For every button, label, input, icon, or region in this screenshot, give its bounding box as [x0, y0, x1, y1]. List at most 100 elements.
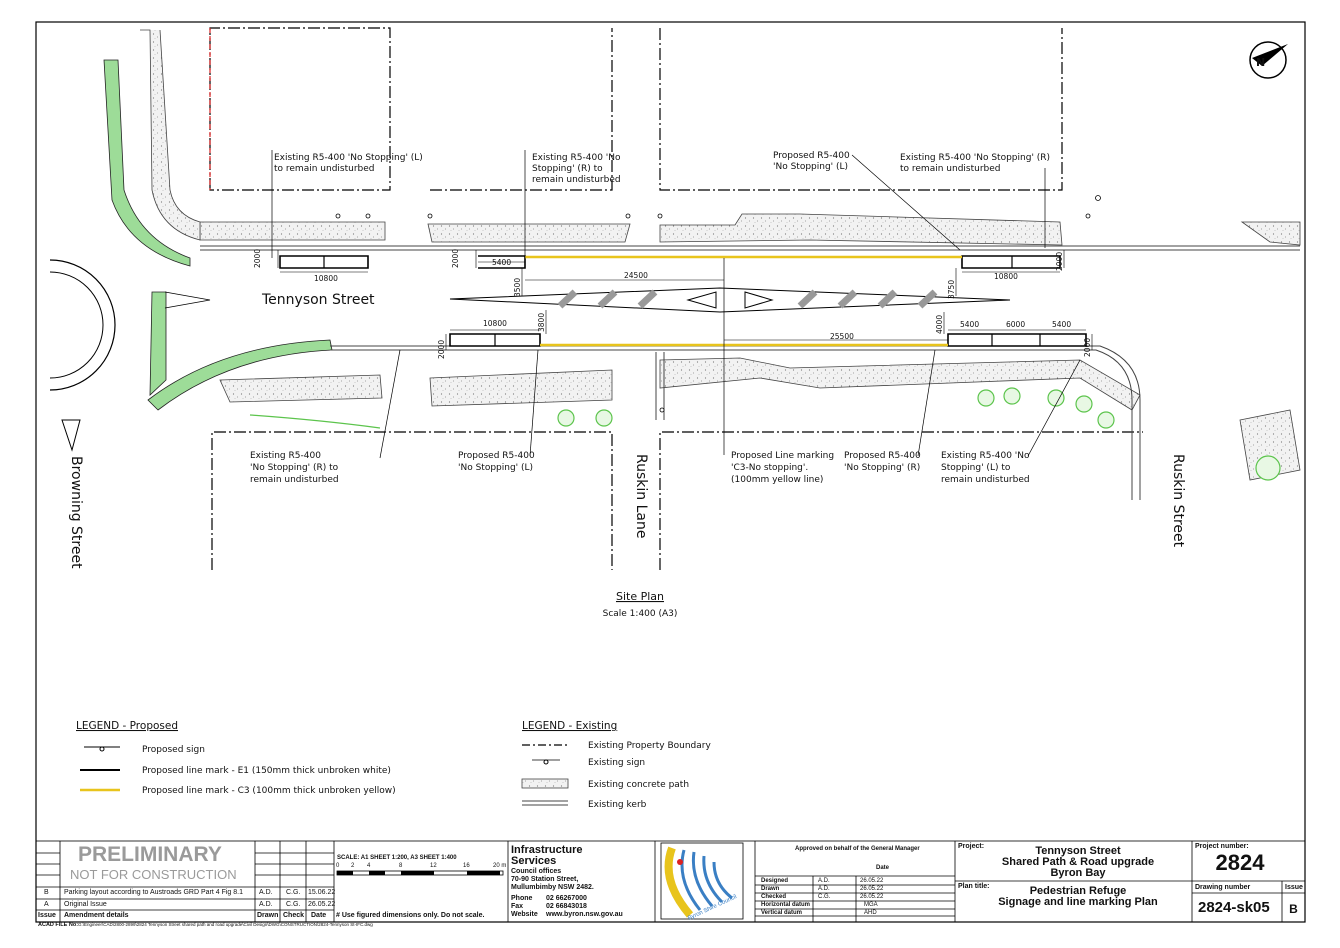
- signoff-label: Drawn: [761, 886, 780, 892]
- dim-label: 2000: [1055, 252, 1064, 271]
- legend-item: Proposed sign: [142, 745, 205, 755]
- fax-label: Fax: [511, 903, 524, 910]
- drawing-number: 2824-sk05: [1198, 899, 1270, 916]
- dim-label: 24500: [624, 271, 648, 280]
- project-label: Project:: [958, 843, 985, 850]
- dimension-labels: 10800 5400 24500 10800 25500 5400 6000 5…: [253, 249, 1092, 359]
- north-arrow-icon: N: [1249, 41, 1288, 79]
- scale-tick: 20 m: [493, 863, 507, 869]
- scale-tick: 12: [430, 863, 437, 869]
- office-address: Mullumbimby NSW 2482.: [511, 884, 594, 891]
- signoff-who: AHD: [864, 910, 877, 916]
- dim-label: 10800: [994, 272, 1018, 281]
- annotation-leaders: [271, 150, 1081, 459]
- dim-label: 3500: [513, 278, 522, 297]
- website-label: Website: [511, 911, 538, 918]
- project-name-line: Byron Bay: [1050, 867, 1106, 879]
- website-link[interactable]: www.byron.nsw.gov.au: [546, 911, 623, 918]
- street-name-browning: Browning Street: [68, 456, 84, 569]
- green-shared-path: [103, 59, 333, 411]
- annotation-line: remain undisturbed: [941, 475, 1030, 485]
- acad-file-path: G:\Engineer\CAD\2800-2899\2824 Tennyson …: [78, 922, 373, 927]
- annotation-line: 'No Stopping' (L): [773, 162, 848, 172]
- annotation-line: Proposed Line marking: [731, 451, 834, 461]
- trees: [557, 387, 1281, 481]
- dim-label: 5400: [492, 258, 511, 267]
- south-footpath: [219, 357, 1301, 481]
- drawing-number-label: Drawing number: [1195, 884, 1251, 891]
- legend-item: Existing concrete path: [588, 780, 689, 790]
- annotation-line: 'No Stopping' (R): [844, 463, 920, 473]
- project-name: Tennyson Street Shared Path & Road upgra…: [970, 846, 1186, 879]
- acad-file-label: ACAD FILE No:: [38, 922, 79, 928]
- dept-name-l1: Infrastructure: [511, 844, 583, 856]
- legend-proposed: LEGEND - Proposed Proposed sign Proposed…: [76, 720, 396, 796]
- legend-item: Proposed line mark - C3 (100mm thick unb…: [142, 786, 396, 796]
- signoff-label: Checked: [761, 894, 787, 900]
- signoff-date: 26.05.22: [860, 878, 884, 884]
- plan-title: Pedestrian Refuge Signage and line marki…: [970, 886, 1186, 908]
- dim-label: 25500: [830, 332, 854, 341]
- scale-text: SCALE: A1 SHEET 1:200, A3 SHEET 1:400: [337, 855, 457, 861]
- plan-title-line: Pedestrian Refuge: [1029, 885, 1127, 897]
- street-name-ruskin-street: Ruskin Street: [1170, 454, 1186, 548]
- phone-label: Phone: [511, 895, 533, 902]
- annotation-line: to remain undisturbed: [900, 164, 1001, 174]
- amendment-date: 26.05.22: [308, 901, 336, 908]
- annotation-line: Existing R5-400 'No Stopping' (L): [274, 153, 423, 163]
- annotation-line: 'No Stopping' (L): [458, 463, 533, 473]
- annotation-line: Existing R5-400 'No: [941, 451, 1030, 461]
- roundabout: [49, 259, 116, 391]
- amendment-drawn: A.D.: [259, 901, 273, 908]
- annotation-line: Existing R5-400 'No: [532, 153, 621, 163]
- legend-item: Proposed line mark - E1 (150mm thick unb…: [142, 766, 391, 776]
- dim-label: 6000: [1006, 320, 1025, 329]
- property-boundaries: [209, 27, 1143, 570]
- sign-markers: [335, 195, 1101, 413]
- legend-item: Existing kerb: [588, 800, 647, 810]
- plan-title-label: Plan title:: [958, 883, 990, 890]
- council-logo: [664, 846, 733, 918]
- pedestrian-refuge-island: [449, 287, 1011, 313]
- scale-tick: 0: [336, 863, 340, 869]
- annotation-line: Existing R5-400 'No Stopping' (R): [900, 153, 1050, 163]
- header-check: Check: [283, 912, 305, 919]
- header-details: Amendment details: [64, 912, 129, 919]
- kerb-lines: [200, 245, 1300, 500]
- scale-tick: 2: [351, 863, 355, 869]
- office-address: 70-90 Station Street,: [511, 876, 579, 883]
- dim-label: 2000: [1083, 338, 1092, 357]
- annotation-line: remain undisturbed: [532, 175, 621, 185]
- dim-label: 10800: [314, 274, 338, 283]
- site-plan-title: Site Plan: [616, 590, 664, 603]
- legend-heading: LEGEND - Existing: [522, 720, 617, 732]
- dim-label: 10800: [483, 319, 507, 328]
- annotation-line: Stopping' (R) to: [532, 164, 603, 174]
- annotation-line: 'No Stopping' (R) to: [250, 463, 339, 473]
- signoff-date: 26.05.22: [860, 886, 884, 892]
- scale-tick: 8: [399, 863, 403, 869]
- dim-label: 2000: [451, 249, 460, 268]
- approved-note: Approved on behalf of the General Manage…: [795, 846, 920, 852]
- project-number: 2824: [1215, 850, 1265, 875]
- dim-label: 5400: [960, 320, 979, 329]
- annotation-line: (100mm yellow line): [731, 475, 823, 485]
- amendment-check: C.G.: [286, 901, 301, 908]
- annotation-line: remain undisturbed: [250, 475, 339, 485]
- dim-label: 2000: [253, 249, 262, 268]
- annotation-line: Stopping' (L) to: [941, 463, 1011, 473]
- annotation-line: Proposed R5-400: [844, 451, 921, 461]
- dim-label: 3750: [947, 280, 956, 299]
- signoff-label: Designed: [761, 878, 789, 884]
- dim-label: 4000: [935, 315, 944, 334]
- project-number-label: Project number:: [1195, 843, 1249, 850]
- amendment-issue: B: [44, 889, 49, 896]
- amendment-drawn: A.D.: [259, 889, 273, 896]
- signoff-who: A.D.: [818, 878, 830, 884]
- annotation-line: to remain undisturbed: [274, 164, 375, 174]
- signoff-date: 26.05.22: [860, 894, 884, 900]
- amendment-details: Original Issue: [64, 901, 107, 908]
- title-block-grid: [35, 840, 1306, 923]
- site-plan-scale: Scale 1:400 (A3): [603, 609, 678, 619]
- project-name-line: Tennyson Street: [1035, 845, 1121, 857]
